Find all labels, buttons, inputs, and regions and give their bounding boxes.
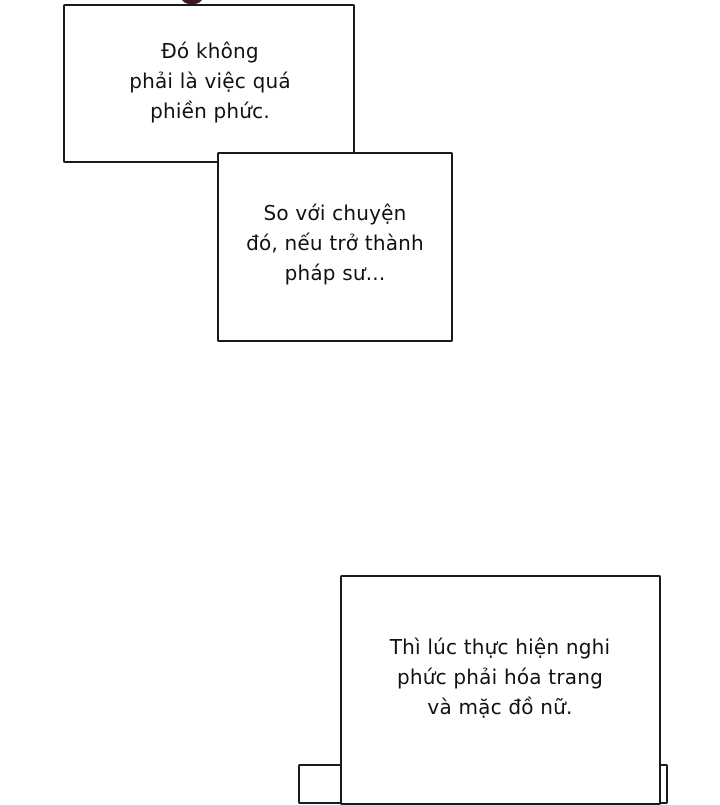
caption-box-2 [217, 152, 453, 342]
caption-text-2: So với chuyện đó, nếu trở thành pháp sư.… [246, 201, 424, 285]
character-hair-fragment [180, 0, 204, 4]
caption-text-1: Đó không phải là việc quá phiền phức. [129, 39, 291, 123]
caption-merge-mask [219, 154, 353, 161]
caption-box-1 [63, 4, 355, 163]
caption-text-3: Thì lúc thực hiện nghi phức phải hóa tra… [389, 635, 611, 719]
caption-box-3 [340, 575, 661, 805]
